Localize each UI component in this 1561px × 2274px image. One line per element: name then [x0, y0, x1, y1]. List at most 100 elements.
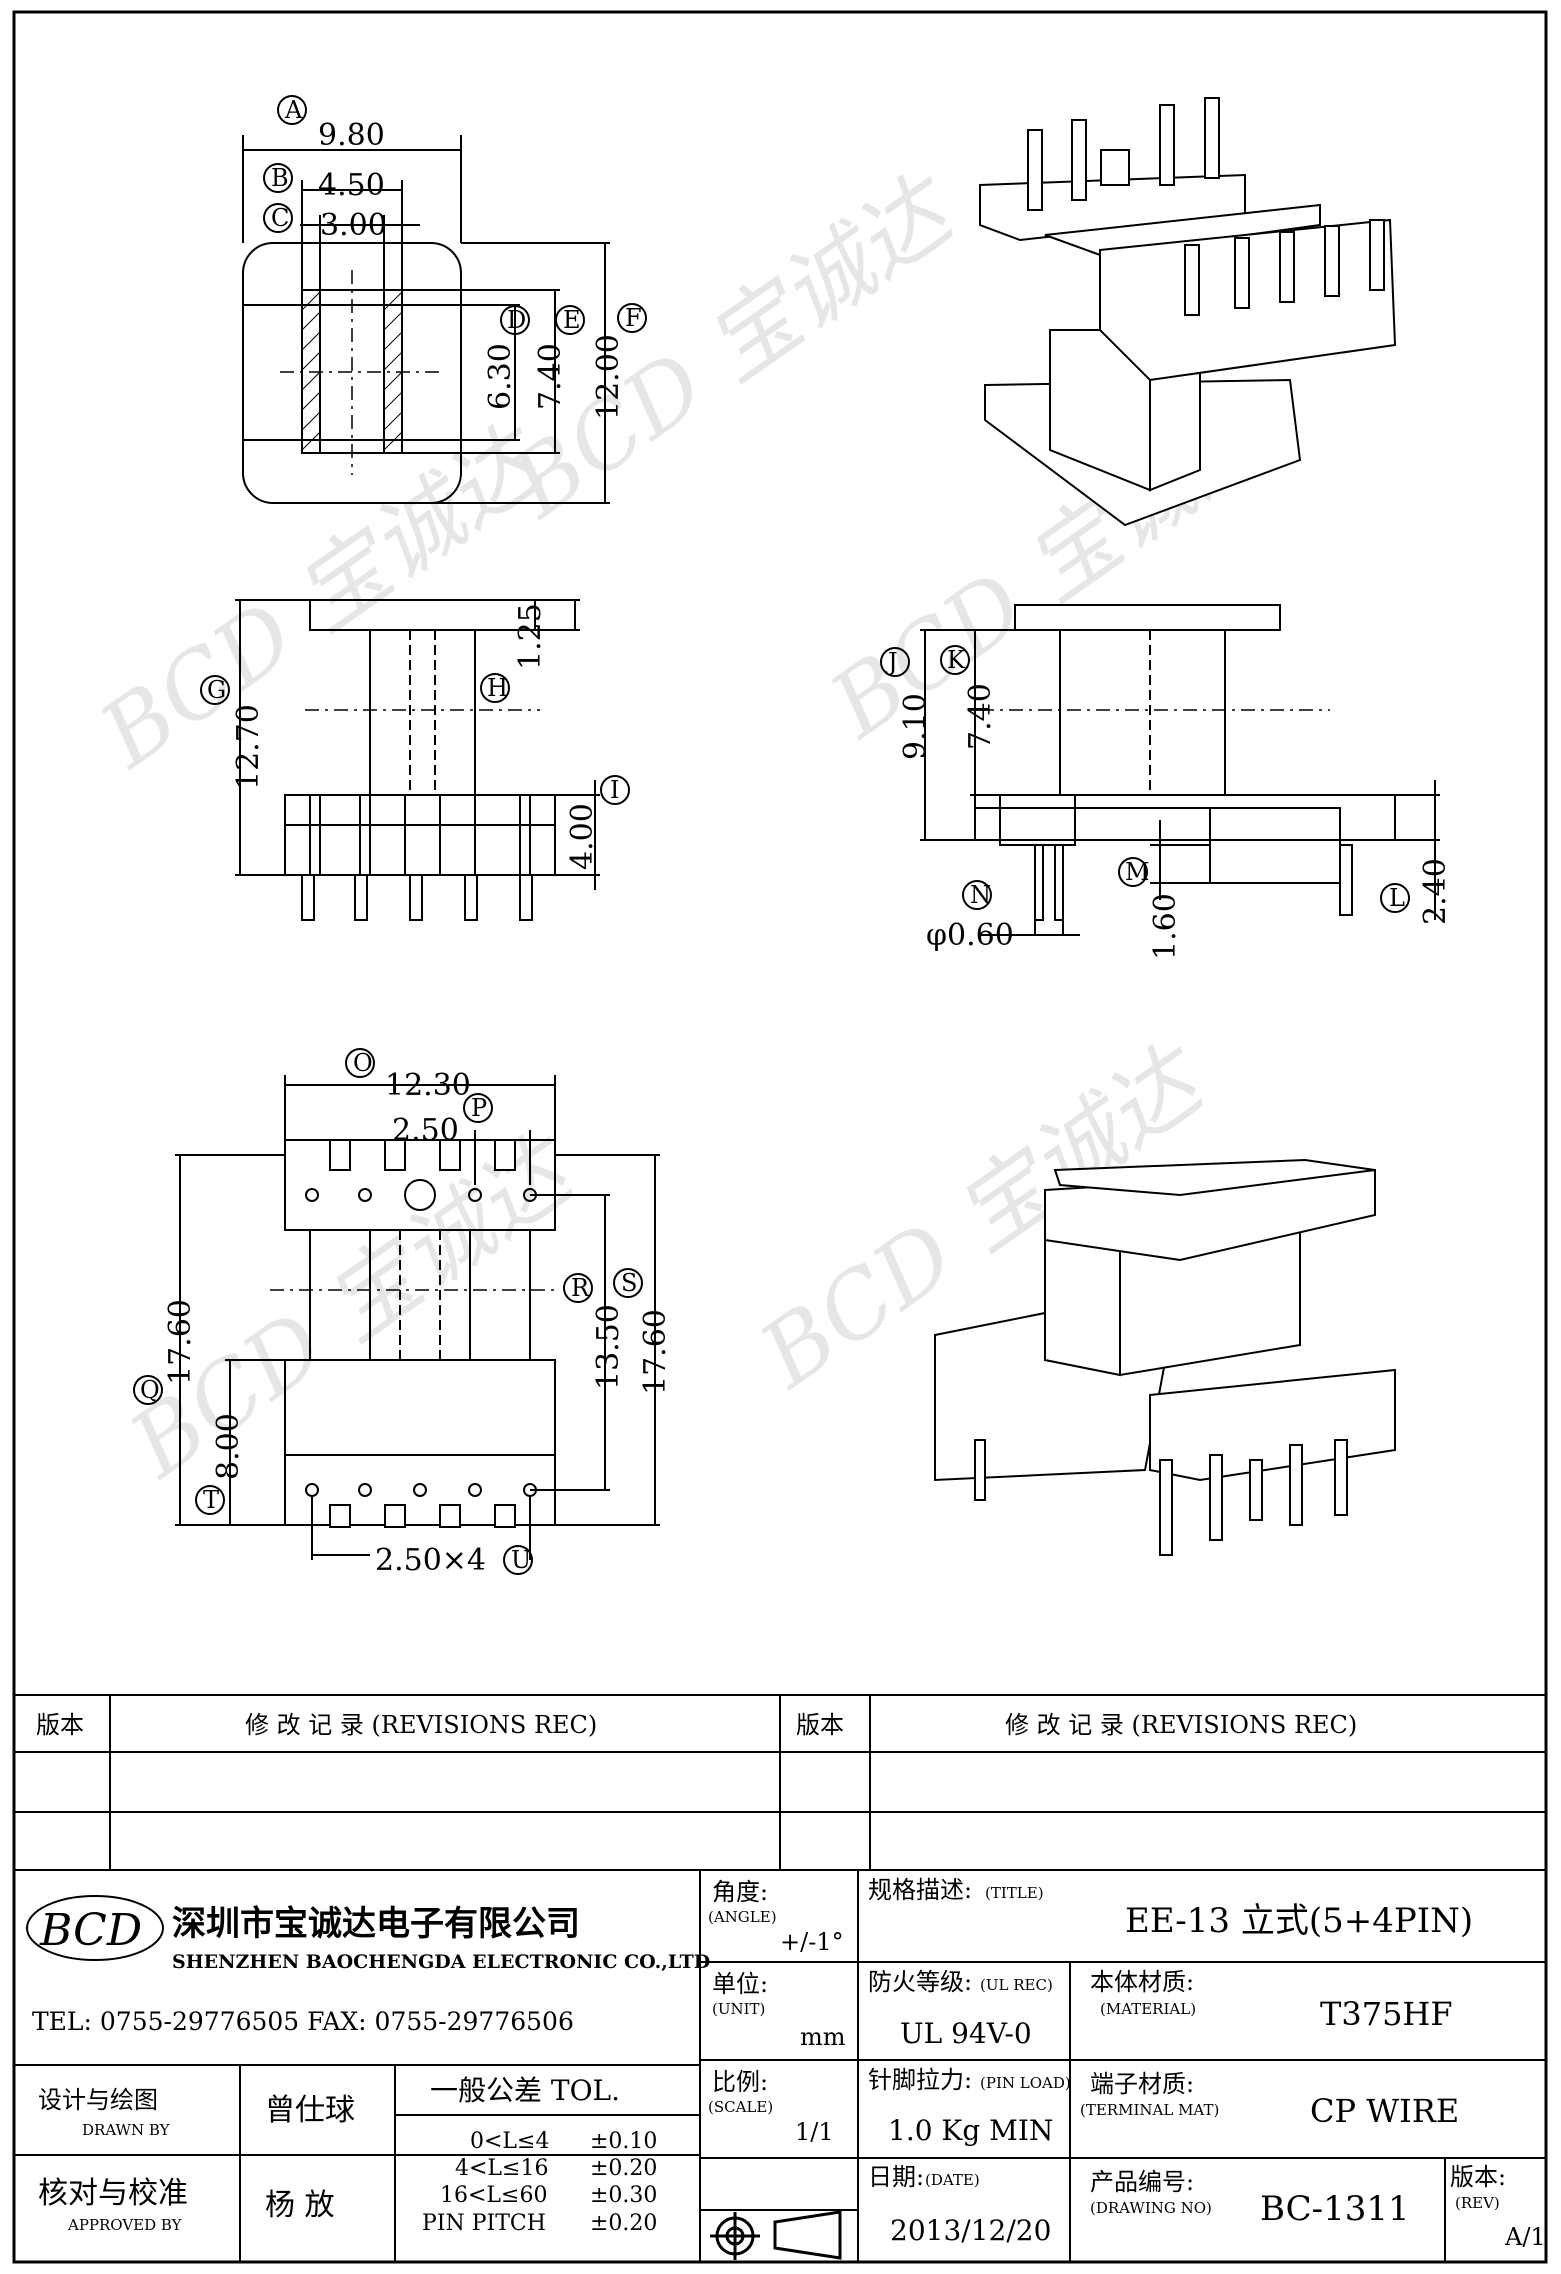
dim-value: 17.60 — [638, 1309, 673, 1395]
dim-tag: D — [507, 306, 526, 334]
drawing-no-value: BC-1311 — [1260, 2189, 1410, 2229]
angle-sub: (ANGLE) — [708, 1908, 777, 1926]
material-value: T375HF — [1320, 1995, 1453, 2033]
ul-sub: (UL REC) — [980, 1976, 1053, 1994]
dim-tag: P — [471, 1094, 487, 1122]
tol-value: ±0.30 — [590, 2183, 657, 2208]
dim-value: 1.60 — [1148, 893, 1183, 960]
dim-value: 2.50×4 — [375, 1543, 486, 1578]
pinload-sub: (PIN LOAD) — [980, 2074, 1071, 2092]
company-contact: TEL: 0755-29776505 FAX: 0755-29776506 — [32, 2007, 574, 2036]
title-label: 规格描述: — [868, 1876, 972, 1904]
dim-tag: L — [1389, 884, 1405, 912]
dim-value: 12.30 — [385, 1068, 471, 1103]
dim-tag: O — [353, 1049, 373, 1077]
unit-sub: (UNIT) — [712, 2000, 765, 2018]
angle-label: 角度: — [712, 1878, 768, 1906]
terminal-label: 端子材质: — [1090, 2070, 1194, 2098]
title-sub: (TITLE) — [985, 1884, 1044, 1902]
dim-tag: S — [621, 1269, 637, 1297]
approved-label: 核对与校准 — [38, 2176, 188, 2211]
top-view — [242, 135, 610, 504]
revisions-table — [13, 1694, 1547, 1871]
iso-view-bottom — [934, 1158, 1396, 1556]
tol-value: ±0.20 — [590, 2156, 657, 2181]
tol-value: ±0.20 — [590, 2211, 657, 2236]
tol-range: 16<L≤60 — [440, 2183, 547, 2208]
tol-range: PIN PITCH — [422, 2211, 546, 2236]
dim-value: 4.00 — [565, 803, 600, 870]
rev-version-header: 版本 — [36, 1711, 84, 1739]
ul-label: 防火等级: — [868, 1968, 972, 1996]
drawn-value: 曾仕球 — [265, 2093, 355, 2128]
dim-value: 8.00 — [211, 1413, 246, 1480]
rev-version-header: 版本 — [796, 1711, 844, 1739]
terminal-sub: (TERMINAL MAT) — [1080, 2101, 1219, 2119]
rev-sub: (REV) — [1455, 2194, 1500, 2212]
tolerance-title: 一般公差 TOL. — [430, 2074, 620, 2107]
terminal-value: CP WIRE — [1310, 2092, 1459, 2130]
side-view — [920, 604, 1440, 936]
dim-value: 7.40 — [533, 343, 568, 410]
unit-value: mm — [800, 2023, 846, 2051]
tol-range: 4<L≤16 — [455, 2156, 548, 2181]
watermark: BCD 宝诚达 — [81, 405, 567, 789]
side-view-dim-labels: J 9.10 K 7.40 L 2.40 M 1.60 N φ0.60 — [880, 645, 1453, 960]
dim-tag: E — [563, 306, 581, 334]
dim-value: 12.00 — [591, 334, 626, 420]
dim-value: 13.50 — [591, 1304, 626, 1390]
scale-label: 比例: — [712, 2068, 768, 2096]
approved-value: 杨 放 — [265, 2188, 335, 2223]
company-name-en: SHENZHEN BAOCHENGDA ELECTRONIC CO.,LTD — [172, 1951, 710, 1973]
dim-tag: G — [207, 676, 226, 704]
dim-value: 17.60 — [163, 1299, 198, 1385]
top-view-dim-labels: A 9.80 B 4.50 C 3.00 D 6.30 E 7.40 F 12.… — [263, 95, 647, 420]
dim-tag: Q — [140, 1376, 160, 1404]
dim-value: 9.80 — [318, 118, 385, 153]
front-view-dim-labels: G 12.70 H 1.25 I 4.00 — [200, 603, 630, 870]
dim-tag: B — [271, 164, 289, 192]
dim-value: 6.30 — [483, 343, 518, 410]
title-value: EE-13 立式(5+4PIN) — [1125, 1901, 1473, 1941]
company-logo: BCD — [26, 1895, 164, 1961]
dim-value: 4.50 — [318, 168, 385, 203]
logo-text: BCD — [39, 1905, 142, 1956]
drawing-no-sub: (DRAWING NO) — [1090, 2199, 1212, 2217]
dim-value: φ0.60 — [926, 918, 1014, 953]
drawn-label: 设计与绘图 — [38, 2086, 158, 2114]
rev-record-header: 修 改 记 录 (REVISIONS REC) — [1005, 1711, 1357, 1739]
rev-record-header: 修 改 记 录 (REVISIONS REC) — [245, 1711, 597, 1739]
dim-tag: N — [970, 881, 991, 909]
front-view — [235, 599, 600, 921]
unit-label: 单位: — [712, 1970, 768, 1998]
tolerance-rows: 0<L≤4 ±0.10 4<L≤16 ±0.20 16<L≤60 ±0.30 P… — [422, 2129, 657, 2236]
date-value: 2013/12/20 — [890, 2214, 1051, 2247]
dim-value: 7.40 — [963, 683, 998, 750]
dim-value: 9.10 — [898, 693, 933, 760]
material-label: 本体材质: — [1090, 1968, 1194, 1996]
bottom-view-dim-labels: O 12.30 P 2.50 Q 17.60 R 13.50 S 17.60 T… — [133, 1048, 673, 1578]
dim-value: 3.00 — [320, 208, 387, 243]
date-label: 日期: — [868, 2163, 924, 2191]
date-sub: (DATE) — [925, 2171, 980, 2189]
title-block-grid — [13, 1869, 1547, 2263]
company-name-cn: 深圳市宝诚达电子有限公司 — [172, 1904, 580, 1944]
dim-value: 12.70 — [231, 704, 266, 790]
rev-label: 版本: — [1450, 2163, 1506, 2191]
ul-value: UL 94V-0 — [900, 2017, 1032, 2050]
rev-value: A/1 — [1504, 2223, 1546, 2251]
dim-value: 2.40 — [1418, 858, 1453, 925]
dim-tag: M — [1125, 858, 1150, 886]
projection-symbol-icon — [710, 2210, 842, 2260]
drawn-sub: DRAWN BY — [82, 2121, 171, 2139]
tol-value: ±0.10 — [590, 2129, 657, 2154]
bottom-view — [175, 1075, 660, 1560]
dim-tag: C — [271, 204, 289, 232]
iso-view-top — [979, 97, 1397, 527]
scale-sub: (SCALE) — [708, 2098, 773, 2116]
material-sub: (MATERIAL) — [1100, 2000, 1196, 2018]
dim-tag: I — [610, 776, 619, 804]
dim-value: 1.25 — [513, 603, 548, 670]
dim-tag: H — [487, 674, 508, 702]
